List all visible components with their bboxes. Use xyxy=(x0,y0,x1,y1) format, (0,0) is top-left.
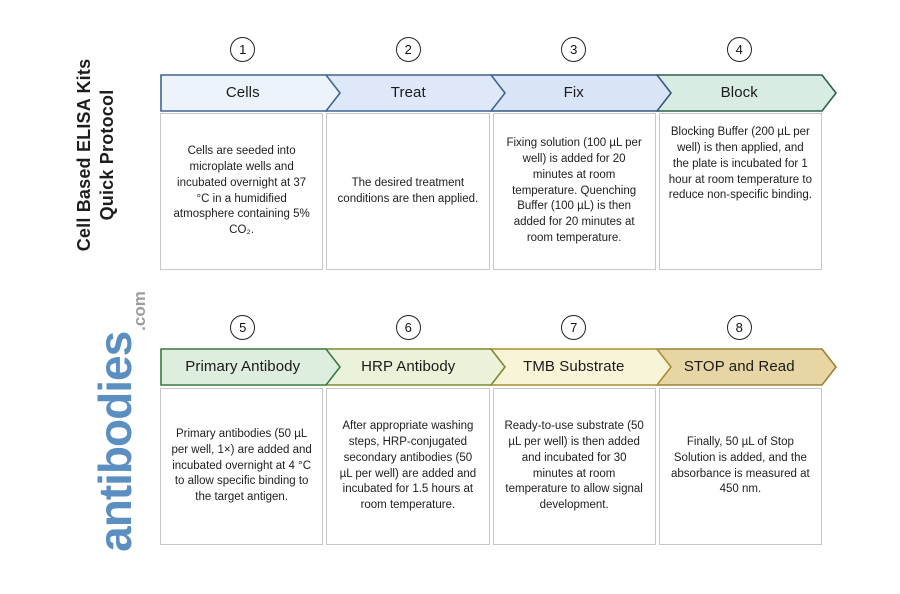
step-2-description: The desired treatment conditions are the… xyxy=(337,176,479,205)
step-7-number-badge: 7 xyxy=(561,315,587,340)
sidebar-title: Cell Based ELISA Kits Quick Protocol xyxy=(72,35,120,275)
step-8-description: Finally, 50 µL of Stop Solution is added… xyxy=(671,435,810,496)
chevron-arrow-tmb-substrate xyxy=(490,348,673,386)
chevron-arrow-block xyxy=(656,74,838,112)
chevron-arrow-band-1 xyxy=(160,74,838,112)
step-number-row-2: 5 6 7 8 xyxy=(160,315,822,341)
step-3-number-badge: 3 xyxy=(561,37,587,62)
description-row-1: Cells are seeded into microplate wells a… xyxy=(160,113,822,270)
step-2-number-badge: 2 xyxy=(395,37,421,62)
step-5-number-badge: 5 xyxy=(230,315,256,340)
chevron-arrow-primary-antibody xyxy=(160,348,342,386)
step-1-description: Cells are seeded into microplate wells a… xyxy=(173,144,310,237)
step-6-number-badge: 6 xyxy=(395,315,421,340)
step-6-description: After appropriate washing steps, HRP-con… xyxy=(339,419,477,512)
step-number-row-1: 1 2 3 4 xyxy=(160,37,822,63)
sidebar-title-line2: Quick Protocol xyxy=(97,89,117,221)
chevron-arrow-hrp-antibody xyxy=(325,348,507,386)
step-3-description-box: Fixing solution (100 µL per well) is add… xyxy=(492,113,656,270)
chevron-arrow-fix xyxy=(490,74,673,112)
chevron-arrow-treat xyxy=(325,74,507,112)
step-7-description-box: Ready-to-use substrate (50 µL per well) … xyxy=(492,388,656,545)
sidebar-title-line1: Cell Based ELISA Kits xyxy=(73,58,94,252)
step-3-description: Fixing solution (100 µL per well) is add… xyxy=(506,136,642,245)
step-4-description-box: Blocking Buffer (200 µL per well) is the… xyxy=(658,113,822,270)
chevron-arrow-stop-and-read xyxy=(656,348,838,386)
step-2-description-box: The desired treatment conditions are the… xyxy=(326,113,490,270)
step-5-description: Primary antibodies (50 µL per well, 1×) … xyxy=(171,427,312,504)
step-7-description: Ready-to-use substrate (50 µL per well) … xyxy=(504,419,644,512)
chevron-arrow-band-2 xyxy=(160,348,838,386)
logo-wordmark: antibodies xyxy=(88,331,141,552)
step-8-description-box: Finally, 50 µL of Stop Solution is added… xyxy=(658,388,822,545)
description-row-2: Primary antibodies (50 µL per well, 1×) … xyxy=(160,388,822,545)
logo-domain-suffix: .com xyxy=(130,291,149,331)
step-5-description-box: Primary antibodies (50 µL per well, 1×) … xyxy=(160,388,324,545)
antibodies-logo: antibodies .com xyxy=(56,272,149,572)
step-1-number-badge: 1 xyxy=(230,37,256,62)
chevron-arrow-cells xyxy=(160,74,342,112)
step-1-description-box: Cells are seeded into microplate wells a… xyxy=(160,113,324,270)
step-8-number-badge: 8 xyxy=(726,315,752,340)
step-4-number-badge: 4 xyxy=(726,37,752,62)
step-6-description-box: After appropriate washing steps, HRP-con… xyxy=(326,388,490,545)
step-4-description: Blocking Buffer (200 µL per well) is the… xyxy=(668,126,812,202)
